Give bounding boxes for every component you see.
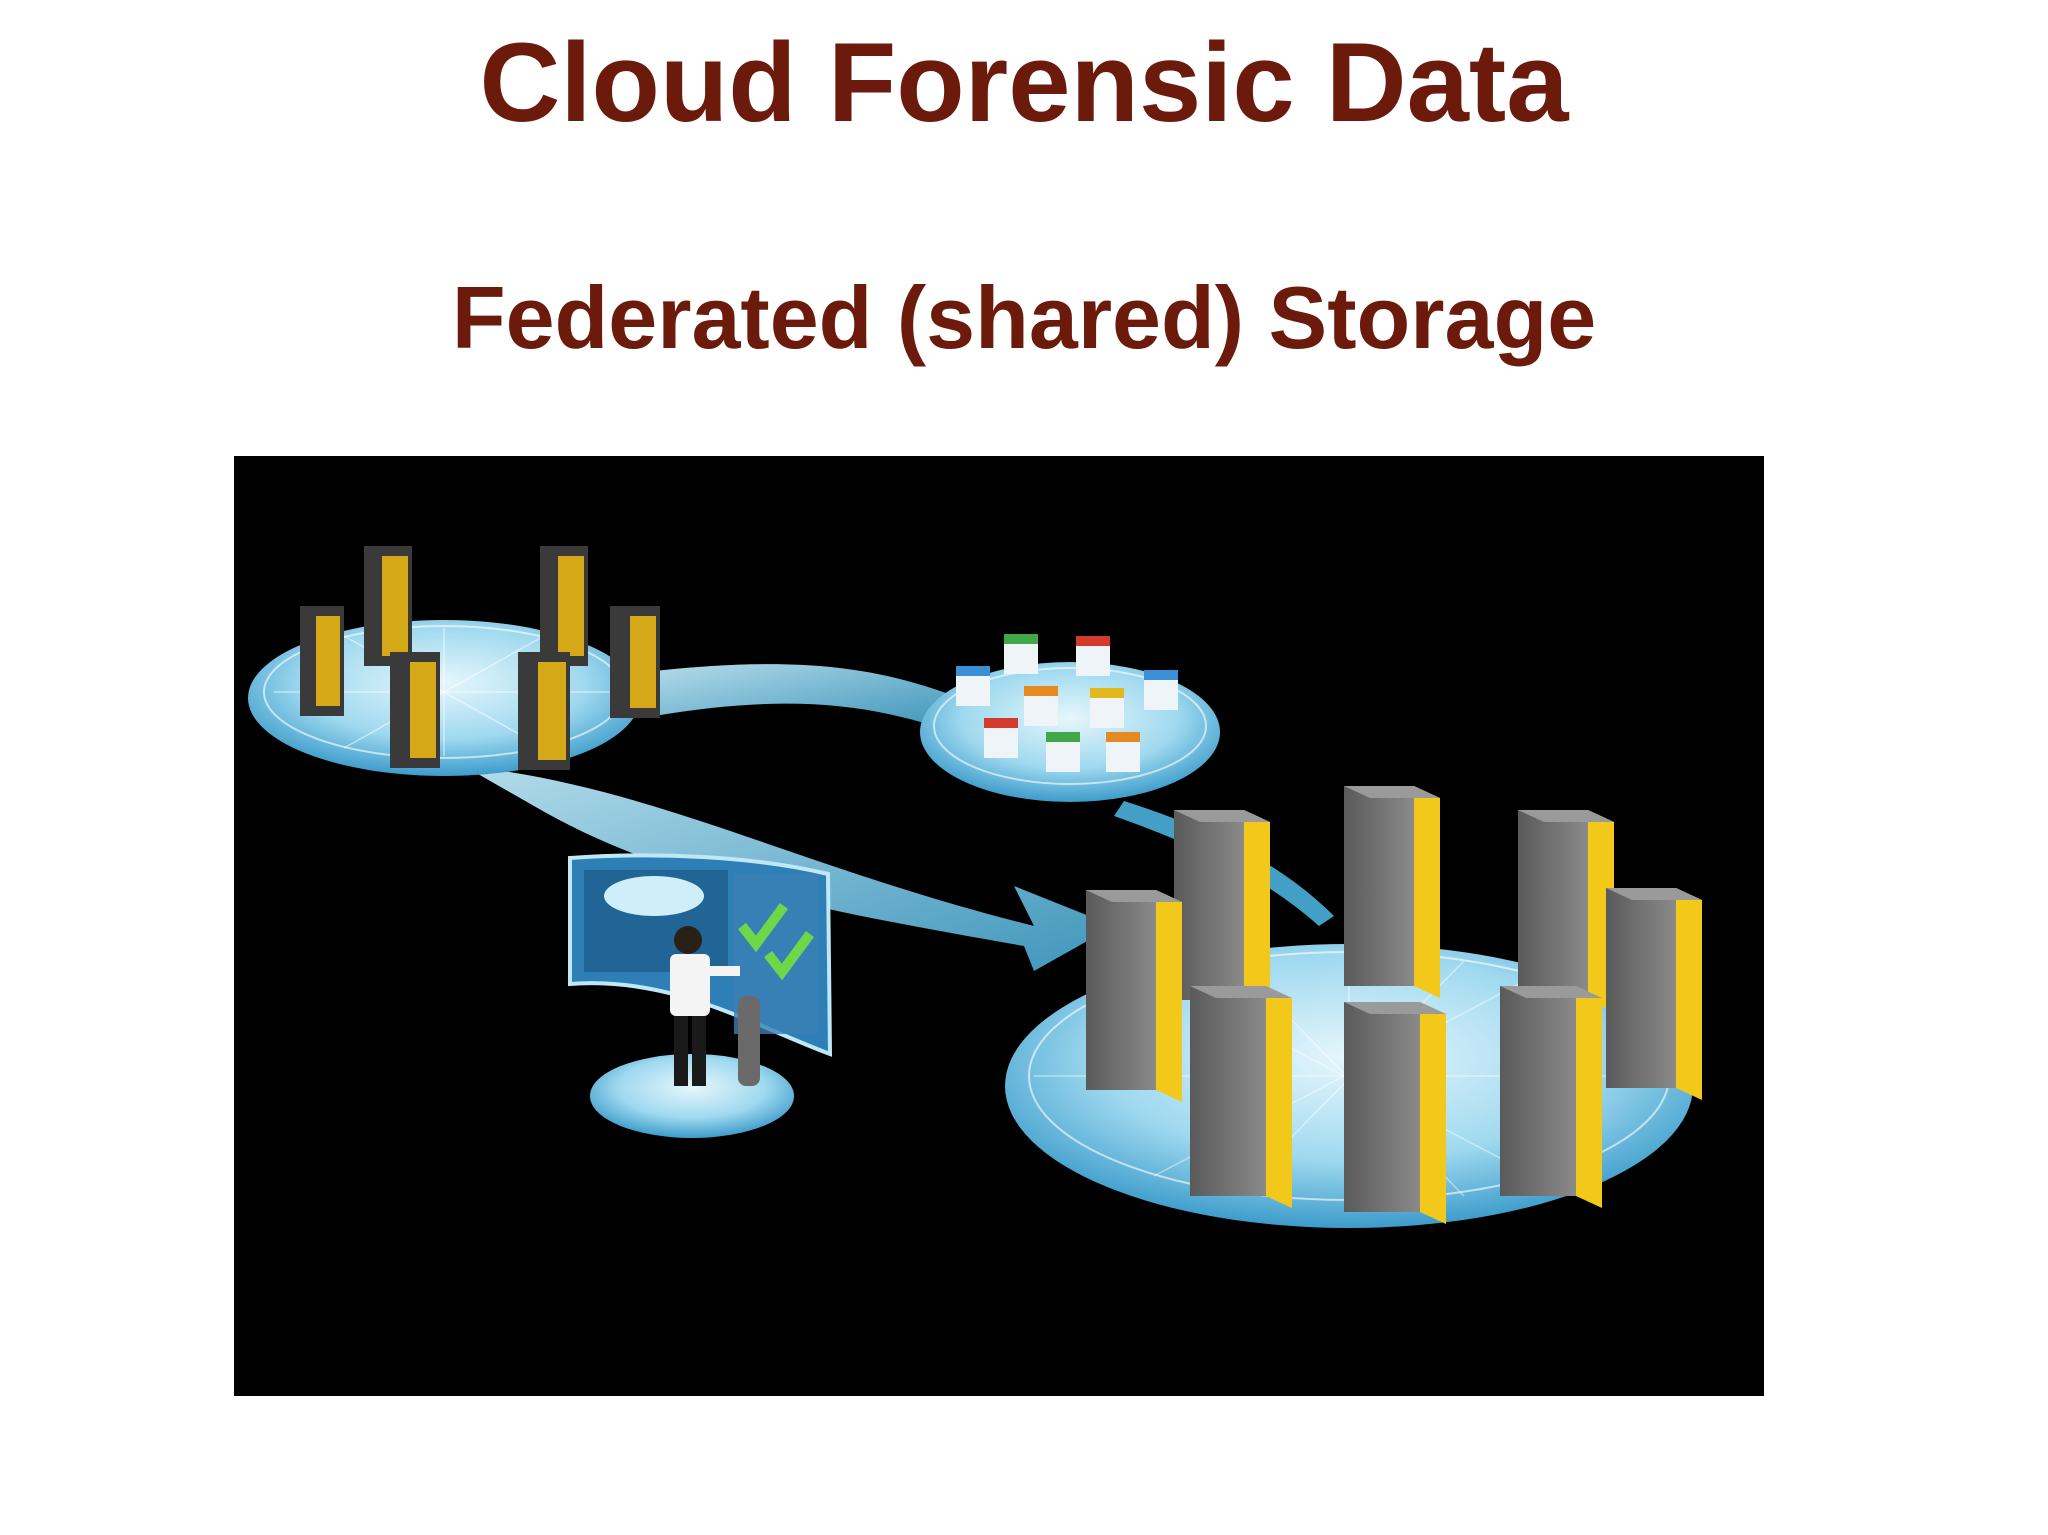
- server-rack-icon: [518, 652, 570, 770]
- server-rack-icon: [300, 606, 344, 716]
- operator-station: [568, 853, 833, 1138]
- server-rack-icon: [1344, 1002, 1446, 1224]
- server-rack-icon: [1606, 888, 1702, 1100]
- document-folder-icon: [1090, 688, 1124, 728]
- server-rack-icon: [1500, 986, 1602, 1208]
- operator-person-icon: [670, 926, 740, 1086]
- document-folder-icon: [1046, 732, 1080, 772]
- slide-subtitle: Federated (shared) Storage: [451, 268, 1597, 367]
- server-rack-icon: [610, 606, 660, 718]
- server-rack-icon: [1518, 810, 1614, 1012]
- flow-arrow-right: [1114, 801, 1334, 926]
- document-folder-icon: [1004, 634, 1038, 674]
- document-folder-icon: [984, 718, 1018, 758]
- server-rack-icon: [540, 546, 588, 666]
- source-server-cluster: [248, 546, 660, 776]
- flow-arrow-top: [654, 664, 954, 726]
- document-folder-icon: [1144, 670, 1178, 710]
- document-folder-icon: [1106, 732, 1140, 772]
- server-rack-icon: [1086, 890, 1182, 1102]
- document-folder-icon: [1024, 686, 1058, 726]
- document-folder-icon: [1076, 636, 1110, 676]
- server-rack-icon: [1344, 786, 1440, 998]
- illustration-svg: [248, 546, 1702, 1228]
- document-folder-icon: [956, 666, 990, 706]
- server-rack-icon: [1174, 810, 1270, 1012]
- federated-server-cluster: [1005, 786, 1702, 1228]
- server-rack-icon: [1190, 986, 1292, 1208]
- slide-title: Cloud Forensic Data: [479, 20, 1569, 145]
- federated-storage-illustration: [234, 456, 1764, 1396]
- server-rack-icon: [390, 652, 440, 768]
- server-rack-icon: [364, 546, 412, 666]
- document-cluster: [920, 634, 1220, 802]
